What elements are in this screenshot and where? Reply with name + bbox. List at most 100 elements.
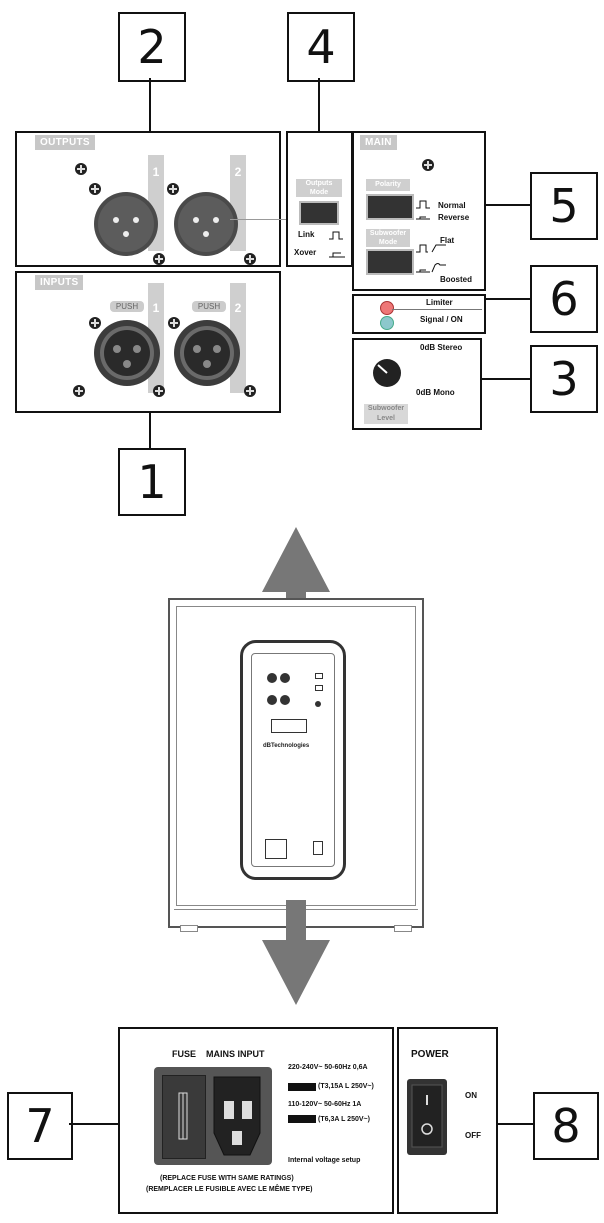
xover-symbol-icon [329, 252, 345, 258]
callout-8: 8 [533, 1092, 599, 1160]
link-symbol-icon [329, 231, 343, 240]
level-knob-icon[interactable] [372, 358, 402, 388]
inputs-header: INPUTS [35, 275, 84, 290]
mini-knob-icon [315, 701, 321, 707]
xlr-input-2-connector[interactable] [173, 319, 241, 387]
mini-input-xlr-icon [280, 695, 290, 705]
callout-1: 1 [118, 448, 186, 516]
input-2-push-tab[interactable]: PUSH [192, 301, 226, 312]
voltage-110-bar [288, 1115, 316, 1123]
led-divider [392, 309, 482, 310]
mini-output-xlr-icon [280, 673, 290, 683]
leader-5 [482, 204, 530, 206]
led-panel: Limiter Signal / ON [352, 294, 486, 334]
screw-icon [153, 385, 165, 397]
boosted-mode-symbol-icon [416, 263, 446, 273]
voltage-220-fuse: (T3,15A L 250V~) [318, 1083, 374, 1090]
voltage-110-rating: 110-120V~ 50-60Hz 1A [288, 1101, 362, 1108]
mains-input-panel: FUSE MAINS INPUT 220-240V~ 50-60Hz 0,6A … [118, 1027, 394, 1214]
mini-power-switch-icon [313, 841, 323, 855]
power-off-label: OFF [465, 1131, 481, 1140]
leader-8 [494, 1123, 533, 1125]
boosted-mode-label: Boosted [440, 275, 472, 284]
outputs-mode-panel: Outputs Mode Link Xover [286, 131, 353, 267]
mini-output-xlr-icon [267, 673, 277, 683]
cabinet-right-foot [394, 925, 412, 932]
power-on-label: ON [465, 1091, 477, 1100]
level-mono-label: 0dB Mono [416, 388, 455, 397]
mini-mains-socket-icon [265, 839, 287, 859]
screw-icon [244, 385, 256, 397]
fuse-holder[interactable] [162, 1075, 206, 1159]
callout-6: 6 [530, 265, 598, 333]
screw-icon [422, 159, 434, 171]
callout-3: 3 [530, 345, 598, 413]
leader-3 [478, 378, 530, 380]
outputs-header: OUTPUTS [35, 135, 95, 150]
signal-on-label: Signal / ON [420, 315, 463, 324]
internal-voltage-label: Internal voltage setup [288, 1157, 361, 1164]
callout-7: 7 [7, 1092, 73, 1160]
callout-5: 5 [530, 172, 598, 240]
power-title: POWER [411, 1049, 449, 1060]
screw-icon [89, 183, 101, 195]
outputs-mode-link-label: Link [298, 230, 315, 239]
iec-socket-icon[interactable] [208, 1073, 266, 1159]
subwoofer-level-panel: 0dB Stereo 0dB Mono Subwoofer Level [352, 338, 482, 430]
screw-icon [153, 253, 165, 265]
screw-icon [167, 183, 179, 195]
screw-icon [73, 385, 85, 397]
mini-switch-icon [315, 685, 323, 691]
reverse-symbol-icon [416, 216, 430, 220]
replace-fuse-note-en: (REPLACE FUSE WITH SAME RATINGS) [160, 1175, 294, 1182]
leader-2 [149, 78, 151, 132]
level-stereo-label: 0dB Stereo [420, 343, 463, 352]
mains-input-label: MAINS INPUT [206, 1049, 265, 1059]
mini-heatsink-icon [271, 719, 307, 733]
leader-4 [318, 78, 320, 132]
voltage-220-rating: 220-240V~ 50-60Hz 0,6A [288, 1064, 368, 1071]
cabinet-left-foot [180, 925, 198, 932]
limiter-led [380, 301, 394, 315]
normal-symbol-icon [416, 200, 430, 209]
amplifier-plate: dBTechnologies [240, 640, 346, 880]
outputs-mode-switch[interactable] [299, 201, 339, 225]
subwoofer-level-label: Subwoofer Level [364, 404, 408, 424]
fuse-icon [178, 1092, 188, 1140]
main-panel: MAIN Polarity Normal Reverse Subwoofer M… [352, 131, 486, 291]
screw-icon [75, 163, 87, 175]
subwoofer-mode-label: Subwoofer Mode [366, 229, 410, 247]
polarity-normal-label: Normal [438, 201, 466, 210]
inputs-panel: INPUTS 1 2 PUSH PUSH [15, 271, 281, 413]
screw-icon [168, 317, 180, 329]
callout-4: 4 [287, 12, 355, 82]
mini-switch-icon [315, 673, 323, 679]
screw-icon [244, 253, 256, 265]
polarity-switch[interactable] [366, 194, 414, 220]
outputs-mode-title: Outputs Mode [296, 179, 342, 197]
outputs-mode-xover-label: Xover [294, 248, 317, 257]
fuse-label: FUSE [172, 1049, 197, 1059]
polarity-label: Polarity [366, 179, 410, 191]
callout-2: 2 [118, 12, 186, 82]
subwoofer-mode-switch[interactable] [366, 249, 414, 275]
xlr-output-1-connector[interactable] [93, 191, 159, 257]
voltage-110-fuse: (T6,3A L 250V~) [318, 1116, 370, 1123]
power-switch-icon[interactable] [407, 1079, 447, 1155]
arrow-up-icon [262, 527, 330, 632]
xlr-output-2-connector[interactable] [173, 191, 239, 257]
leader-1 [149, 410, 151, 448]
brand-logo: dBTechnologies [263, 743, 310, 749]
leader-7 [69, 1123, 118, 1125]
signal-on-led [380, 316, 394, 330]
polarity-reverse-label: Reverse [438, 213, 470, 222]
main-header: MAIN [360, 135, 397, 150]
outputs-panel: OUTPUTS 1 2 [15, 131, 281, 267]
mini-input-xlr-icon [267, 695, 277, 705]
flat-mode-symbol-icon [416, 244, 446, 253]
input-1-push-tab[interactable]: PUSH [110, 301, 144, 312]
xlr-input-1-connector[interactable] [93, 319, 161, 387]
power-panel: POWER ON OFF [397, 1027, 498, 1214]
replace-fuse-note-fr: (REMPLACER LE FUSIBLE AVEC LE MÊME TYPE) [146, 1186, 313, 1193]
plate-inner-outline [251, 653, 335, 867]
